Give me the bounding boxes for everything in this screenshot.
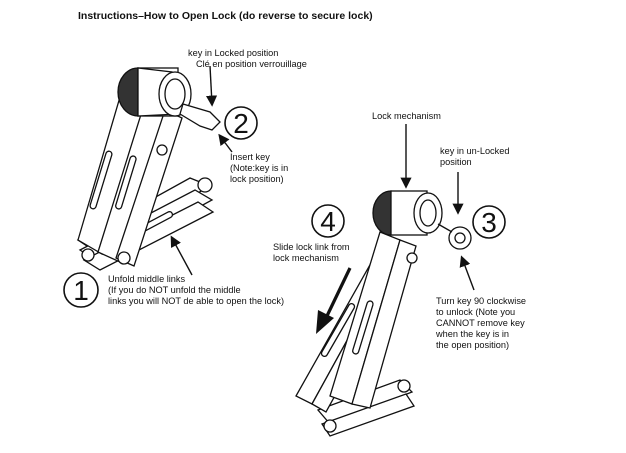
step-2-marker: 2 xyxy=(224,106,258,140)
arrow-unfold-links xyxy=(170,235,193,276)
step-2-number: 2 xyxy=(233,108,249,139)
step-3-line-5: the open position) xyxy=(436,340,510,350)
step-2-line-1: Insert key xyxy=(230,152,270,162)
callout-key-locked-line-1: key in Locked position xyxy=(188,48,279,58)
callout-key-unlocked: key in un-Locked position xyxy=(440,146,509,168)
step-4-line-1: Slide lock link from xyxy=(273,242,350,252)
arrow-insert-key xyxy=(218,133,233,153)
step-3-line-3: CANNOT remove key xyxy=(436,318,525,328)
step-3-text: Turn key 90 clockwise to unlock (Note yo… xyxy=(436,296,526,351)
callout-key-locked-line-2: Clé en position verrouillage xyxy=(196,59,307,69)
step-1-number: 1 xyxy=(73,275,89,306)
step-1-line-3: links you will NOT de able to open the l… xyxy=(108,296,285,306)
slide-direction-arrow xyxy=(316,267,352,334)
callout-key-unlocked-line-2: position xyxy=(440,157,472,167)
unfolded-lock-right xyxy=(295,190,472,437)
step-2-text: Insert key (Note:key is in lock position… xyxy=(230,152,288,185)
step-1-text: Unfold middle links (If you do NOT unfol… xyxy=(108,274,284,307)
step-3-number: 3 xyxy=(481,207,497,238)
page-title: Instructions–How to Open Lock (do revers… xyxy=(78,10,373,22)
callout-lock-mechanism: Lock mechanism xyxy=(372,111,441,121)
step-2-line-3: lock position) xyxy=(230,174,284,184)
step-4-line-2: lock mechanism xyxy=(273,253,339,263)
step-1-marker: 1 xyxy=(63,272,99,308)
step-4-text: Slide lock link from lock mechanism xyxy=(273,242,350,264)
step-2-line-2: (Note:key is in xyxy=(230,163,289,173)
callout-key-unlocked-line-1: key in un-Locked xyxy=(440,146,510,156)
step-4-marker: 4 xyxy=(311,204,345,238)
step-3-marker: 3 xyxy=(472,205,506,239)
step-1-line-2: (If you do NOT unfold the middle xyxy=(108,285,241,295)
callout-key-locked: key in Locked position Clé en position v… xyxy=(188,48,307,70)
step-3-line-2: to unlock (Note you xyxy=(436,307,516,317)
arrow-turn-key xyxy=(459,255,475,291)
step-3-line-4: when the key is in xyxy=(436,329,510,339)
step-1-line-1: Unfold middle links xyxy=(108,274,186,284)
step-3-line-1: Turn key 90 clockwise xyxy=(436,296,527,306)
folded-lock-left xyxy=(76,67,221,271)
step-4-number: 4 xyxy=(320,206,336,237)
arrow-key-locked xyxy=(205,65,218,107)
